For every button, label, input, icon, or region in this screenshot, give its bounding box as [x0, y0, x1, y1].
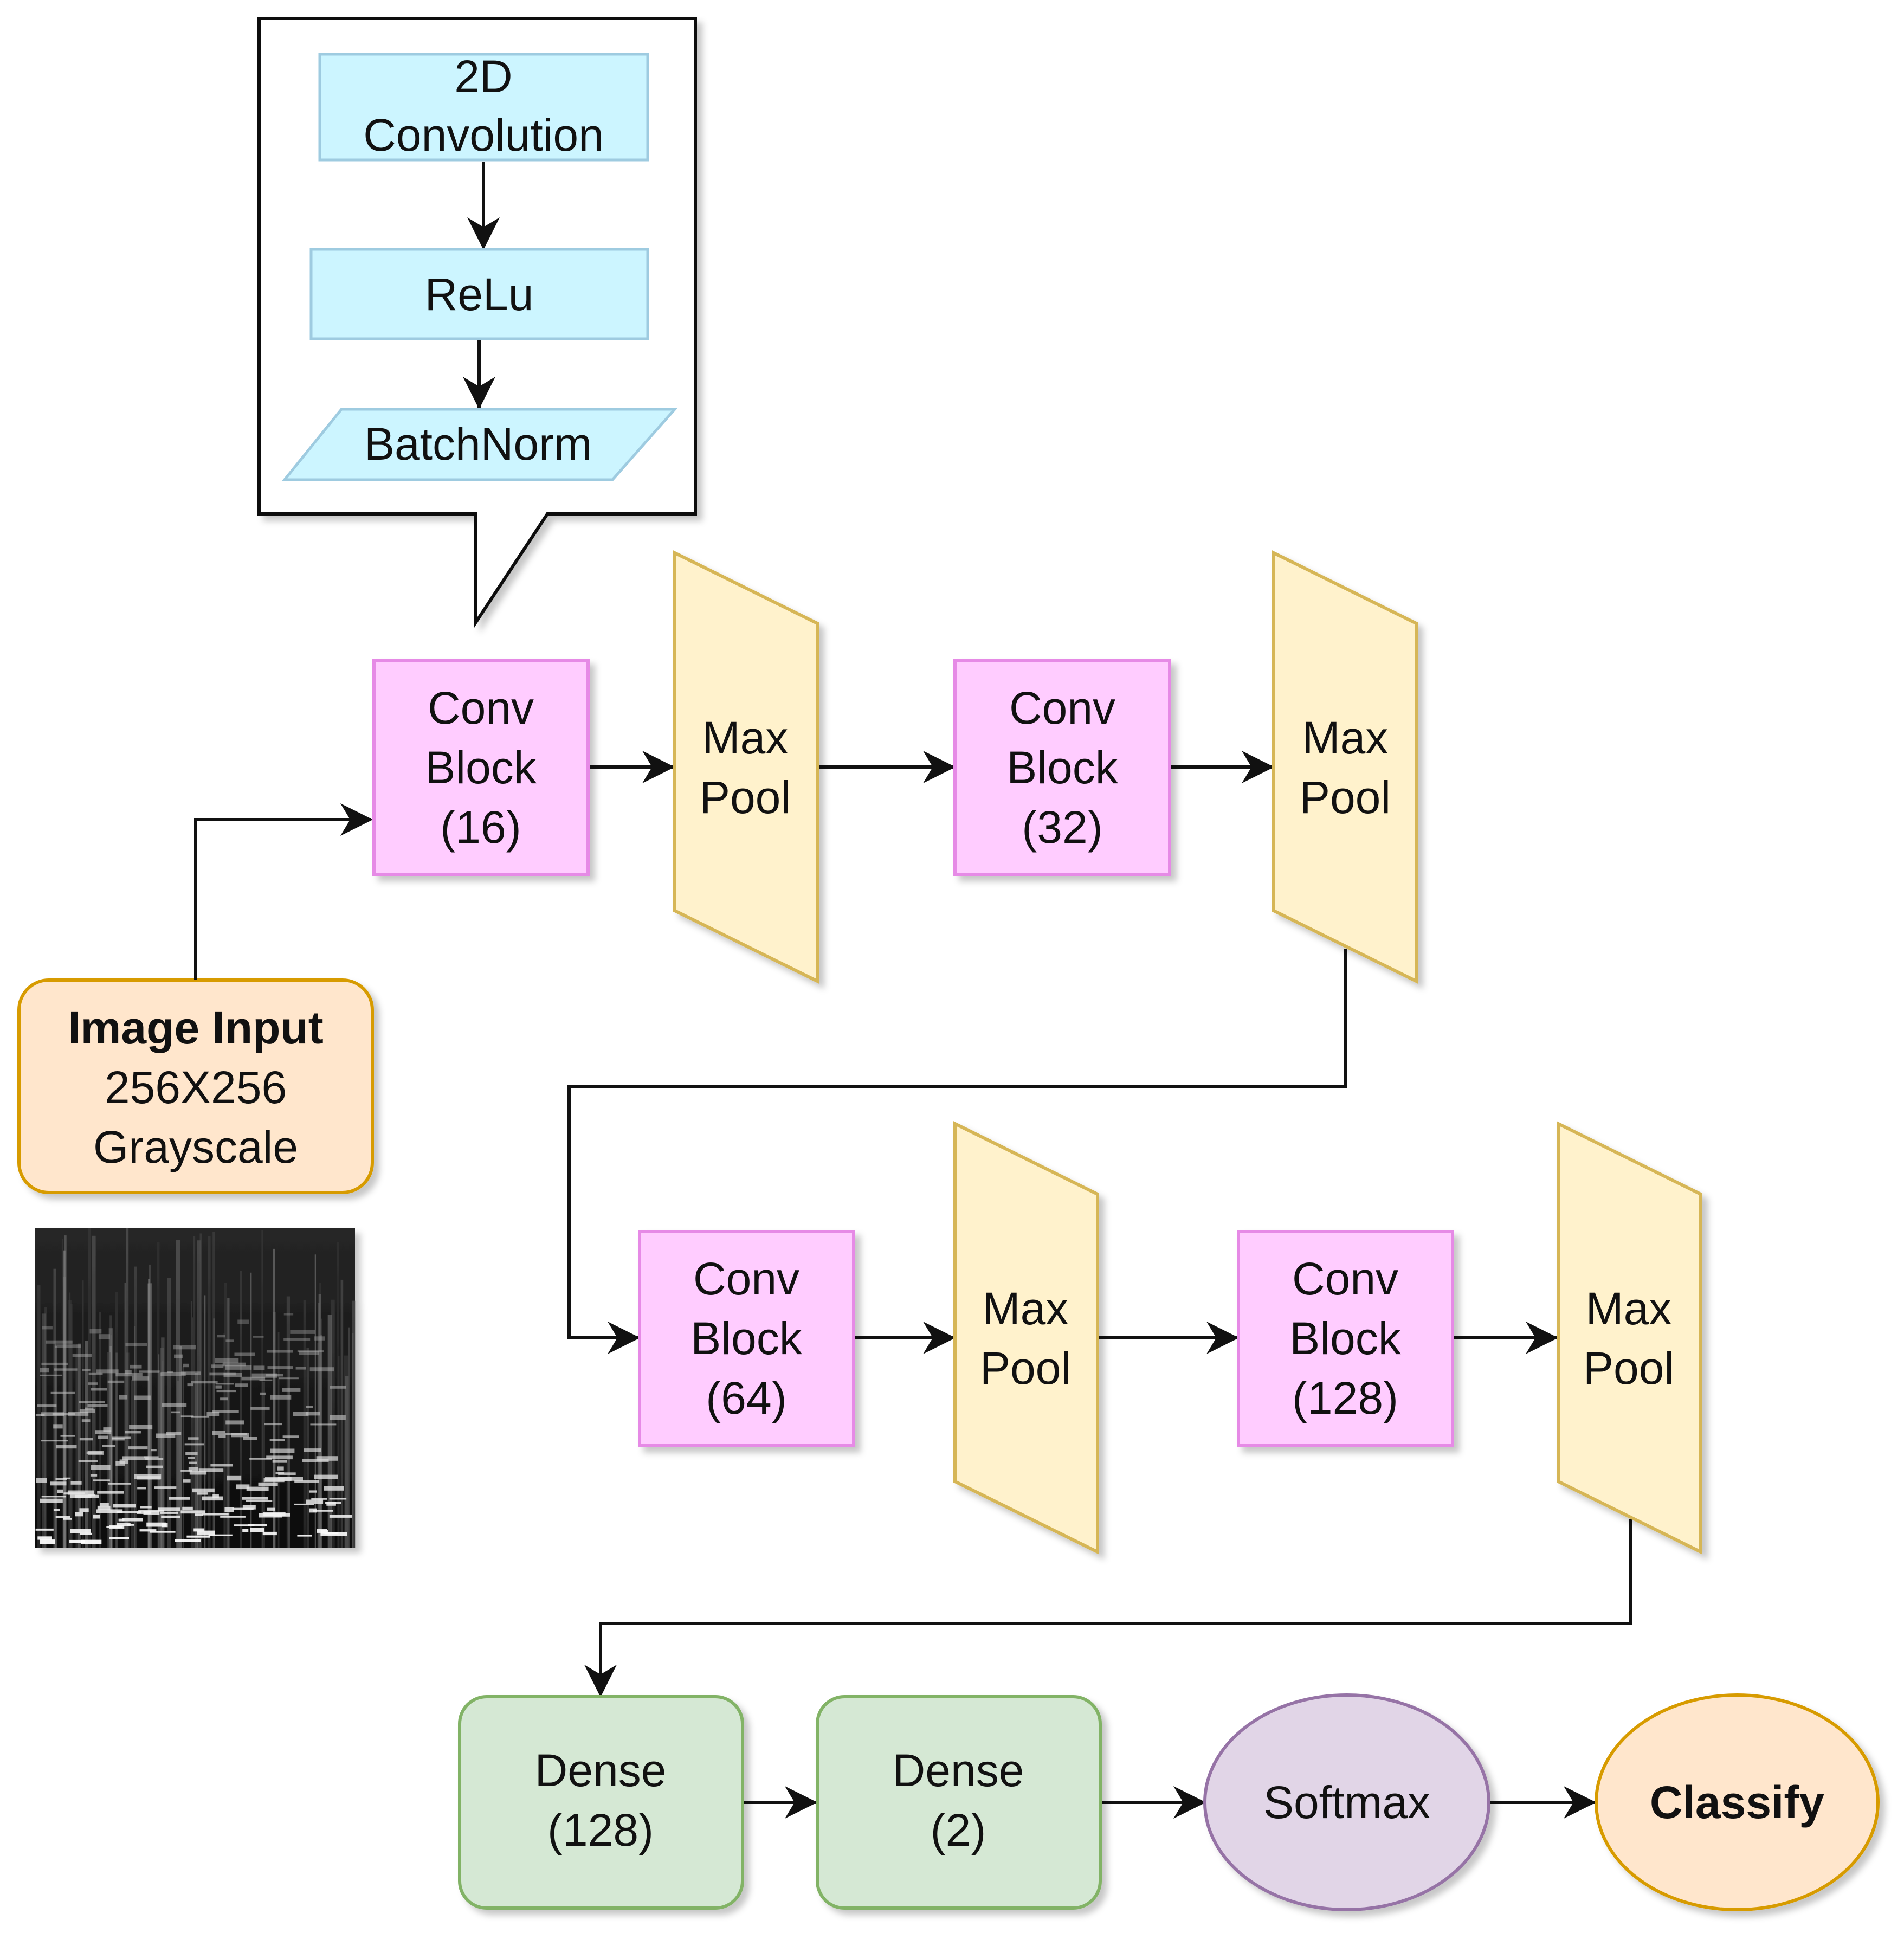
max-pool-3: Max Pool [953, 1121, 1099, 1555]
conv-block-128: Conv Block (128) [1237, 1230, 1454, 1447]
image-input-mode: Grayscale [93, 1122, 298, 1172]
conv-block-32-filters: (32) [1022, 802, 1102, 853]
image-input-size: 256X256 [105, 1062, 287, 1113]
arrow-pool4-to-dense128 [584, 1519, 1632, 1697]
relu-box [309, 248, 649, 340]
max-pool-2-line1: Max [1302, 712, 1389, 763]
max-pool-2-line2: Pool [1300, 772, 1391, 823]
connectors [194, 751, 1632, 1819]
dense-128-line1: Dense [535, 1745, 667, 1796]
conv2d-label-line2: Convolution [363, 109, 604, 160]
max-pool-1-line2: Pool [700, 772, 791, 823]
batchnorm-box [281, 408, 678, 481]
max-pool-3-line2: Pool [980, 1343, 1071, 1394]
spectrogram-image [35, 1228, 356, 1548]
max-pool-3-line1: Max [983, 1283, 1069, 1334]
image-input-node: Image Input 256X256 Grayscale [17, 978, 374, 1194]
softmax-label: Softmax [1263, 1777, 1430, 1828]
max-pool-4-line2: Pool [1583, 1343, 1674, 1394]
dense-128: Dense (128) [458, 1695, 744, 1910]
conv-block-32-line1: Conv [1009, 682, 1115, 733]
classify-node: Classify [1595, 1693, 1880, 1911]
conv-block-64-line1: Conv [693, 1253, 799, 1304]
conv-block-64-filters: (64) [706, 1373, 786, 1423]
dense-2: Dense (2) [816, 1695, 1102, 1910]
max-pool-1: Max Pool [673, 550, 819, 984]
arrow-pool2-to-conv64 [567, 949, 1347, 1354]
softmax-node: Softmax [1203, 1693, 1490, 1911]
batchnorm-label: BatchNorm [364, 418, 592, 469]
max-pool-4: Max Pool [1557, 1121, 1702, 1555]
conv-block-128-line2: Block [1289, 1313, 1401, 1364]
conv-block-16-line1: Conv [428, 682, 534, 733]
conv-block-16: Conv Block (16) [372, 659, 590, 876]
conv-block-64-line2: Block [690, 1313, 802, 1364]
conv-block-128-line1: Conv [1292, 1253, 1398, 1304]
classify-label: Classify [1650, 1777, 1824, 1828]
max-pool-2: Max Pool [1272, 550, 1418, 984]
dense-2-line2: (2) [931, 1805, 986, 1855]
conv-block-32-line2: Block [1006, 742, 1118, 793]
conv2d-label-line1: 2D [454, 51, 512, 102]
conv-block-128-filters: (128) [1292, 1373, 1398, 1423]
max-pool-1-line1: Max [702, 712, 789, 763]
relu-label: ReLu [425, 269, 534, 320]
arrow-input-to-conv16 [194, 803, 373, 980]
image-input-title: Image Input [68, 1002, 323, 1053]
conv-block-64: Conv Block (64) [638, 1230, 855, 1447]
conv2d-box [318, 53, 649, 162]
dense-2-line1: Dense [893, 1745, 1024, 1796]
conv-block-16-line2: Block [425, 742, 537, 793]
conv-block-16-filters: (16) [440, 802, 521, 853]
conv-block-detail-callout: 2D Convolution ReLu BatchNorm [257, 17, 697, 628]
conv-block-32: Conv Block (32) [953, 659, 1171, 876]
max-pool-4-line1: Max [1586, 1283, 1672, 1334]
dense-128-line2: (128) [547, 1805, 654, 1855]
